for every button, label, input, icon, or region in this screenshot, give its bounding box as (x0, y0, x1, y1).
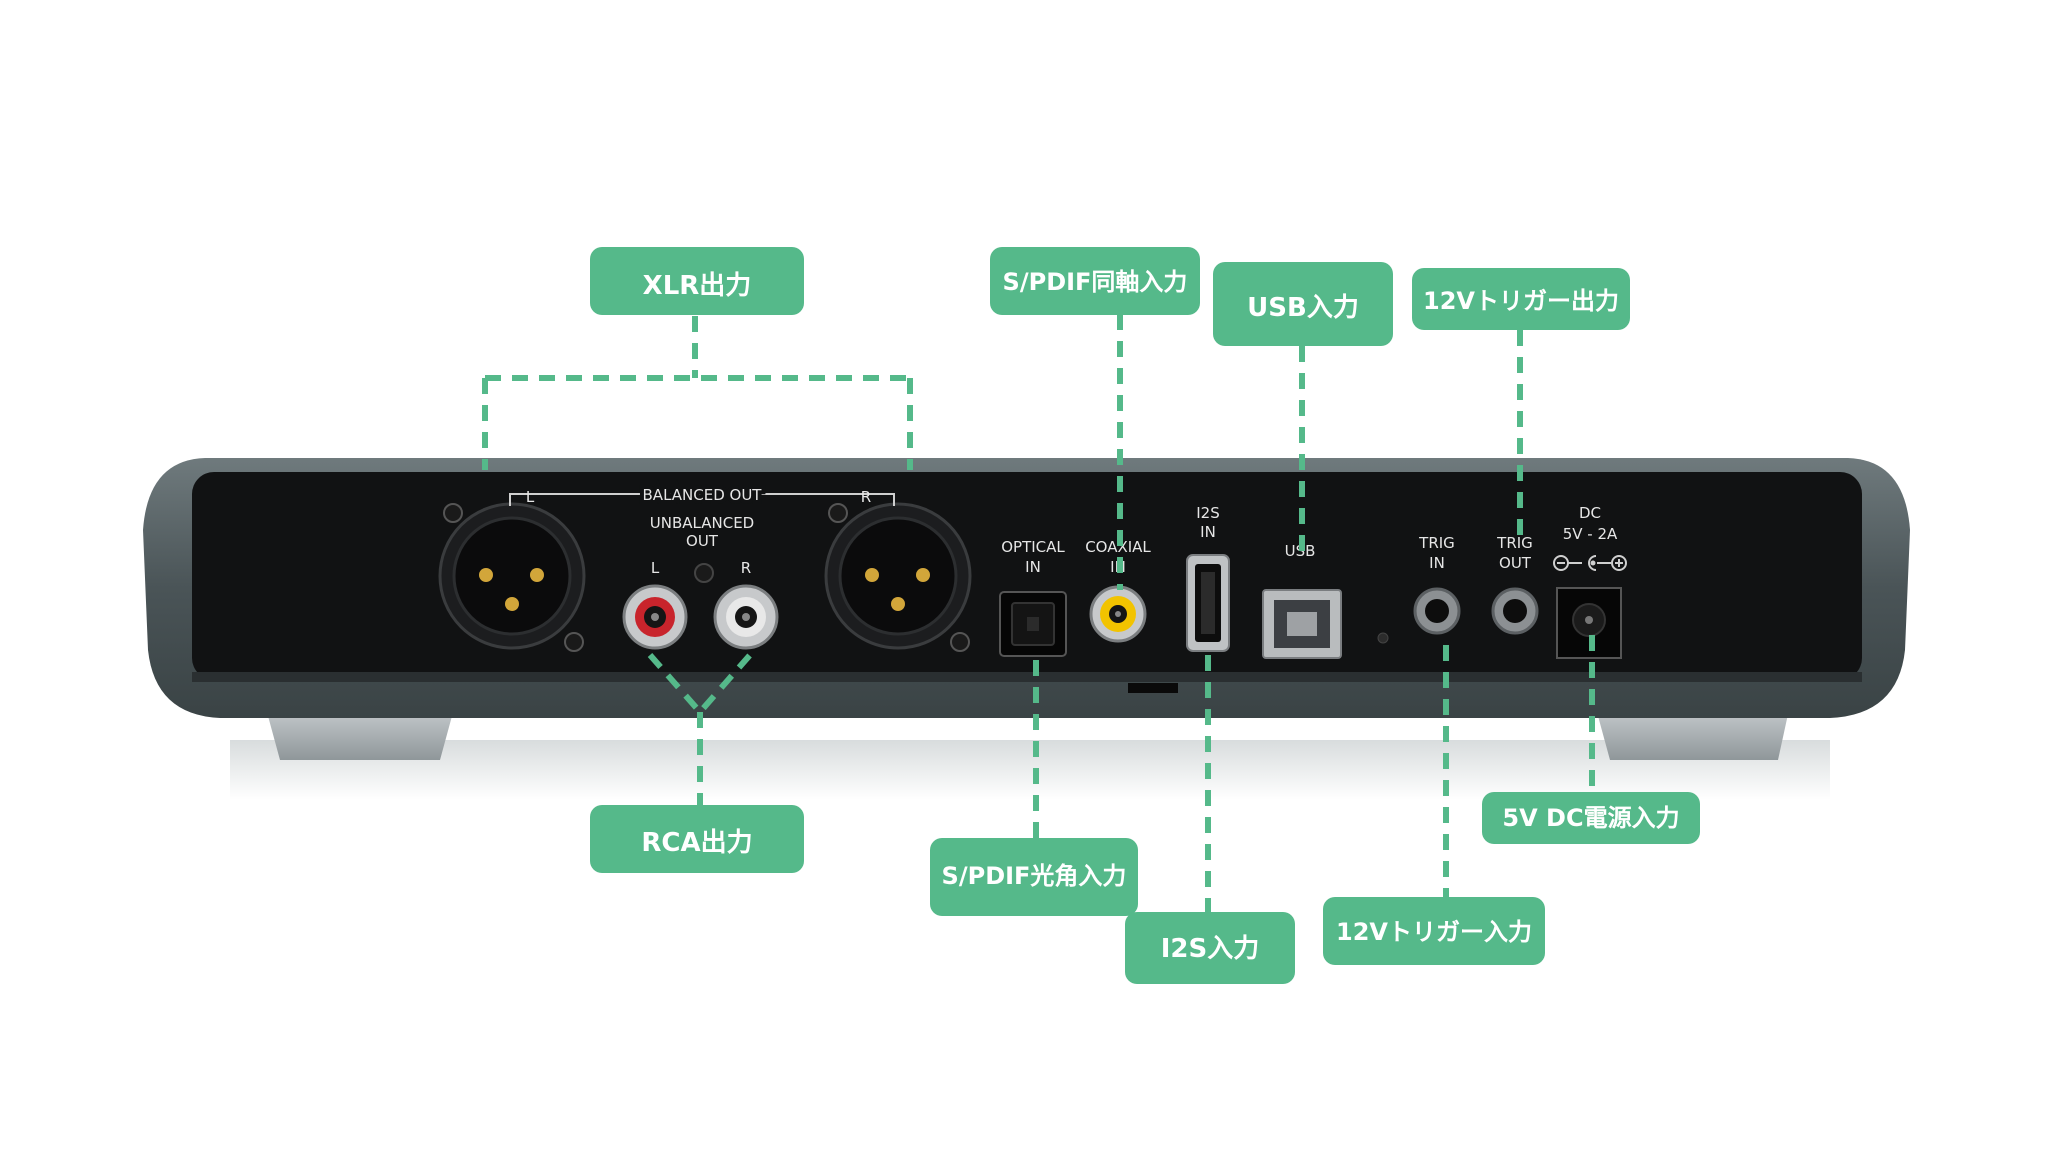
coaxial-label-1: COAXIAL (1085, 538, 1151, 556)
callout-usb-text: USB入力 (1247, 293, 1359, 323)
ground-hole (1377, 632, 1389, 644)
balanced-bracket (509, 493, 895, 506)
right-foot (1595, 705, 1790, 760)
dc-power-jack (1556, 587, 1622, 659)
callout-xlr: XLR出力 (590, 247, 804, 315)
dc-label-1: DC (1579, 504, 1601, 522)
i2s-label-1: I2S (1196, 504, 1220, 522)
optical-label-2: IN (1025, 558, 1041, 576)
callout-trigger-out: 12Vトリガー出力 (1412, 268, 1630, 330)
unbalanced-label-2: OUT (686, 532, 719, 550)
rca-left-jack (622, 584, 688, 650)
callout-xlr-text: XLR出力 (643, 271, 752, 301)
trig-in-label-1: TRIG (1418, 534, 1455, 552)
coaxial-jack (1089, 585, 1147, 643)
floor-shadow (230, 740, 1830, 800)
panel-bottom-edge (192, 672, 1862, 682)
callout-spdif-coaxial-text: S/PDIF同軸入力 (1003, 268, 1188, 296)
rca-left-marker: L (651, 559, 660, 577)
leader-xlr (482, 316, 913, 470)
trig-out-label-1: TRIG (1496, 534, 1533, 552)
unbalanced-label-1: UNBALANCED (650, 514, 754, 532)
left-foot (265, 705, 455, 760)
i2s-hdmi-port (1186, 554, 1230, 652)
callout-rca: RCA出力 (590, 805, 804, 873)
dc-label-2: 5V - 2A (1563, 525, 1618, 543)
callout-trigger-out-text: 12Vトリガー出力 (1423, 287, 1619, 315)
callout-usb: USB入力 (1213, 262, 1393, 346)
trig-in-jack (1413, 587, 1461, 635)
unbalanced-screw (694, 563, 714, 583)
callout-spdif-optical-text: S/PDIF光角入力 (942, 862, 1127, 890)
callout-dc-power-text: 5V DC電源入力 (1502, 804, 1679, 832)
usb-b-port (1262, 589, 1342, 659)
panel-slot (1128, 683, 1178, 693)
callout-trigger-in: 12Vトリガー入力 (1323, 897, 1545, 965)
xlr-left-marker: L (526, 488, 535, 506)
trig-out-label-2: OUT (1499, 554, 1532, 572)
leader-rca (647, 653, 753, 806)
callout-spdif-coaxial: S/PDIF同軸入力 (990, 247, 1200, 315)
xlr-right-connector (824, 502, 972, 652)
callout-rca-text: RCA出力 (641, 828, 752, 858)
balanced-out-label: BALANCED OUT (643, 486, 763, 504)
xlr-left-connector (438, 502, 586, 652)
optical-port (999, 591, 1067, 657)
dc-polarity-icon (1553, 555, 1627, 571)
leader-lines (482, 314, 1595, 912)
rca-right-jack (713, 584, 779, 650)
optical-label-1: OPTICAL (1001, 538, 1065, 556)
callout-trigger-in-text: 12Vトリガー入力 (1336, 918, 1532, 946)
callout-i2s-text: I2S入力 (1161, 934, 1260, 964)
trig-out-jack (1491, 587, 1539, 635)
i2s-label-2: IN (1200, 523, 1216, 541)
xlr-right-marker: R (861, 488, 871, 506)
callout-dc-power: 5V DC電源入力 (1482, 792, 1700, 844)
rca-right-marker: R (741, 559, 751, 577)
callout-i2s: I2S入力 (1125, 912, 1295, 984)
trig-in-label-2: IN (1429, 554, 1445, 572)
callout-spdif-optical: S/PDIF光角入力 (930, 838, 1138, 916)
